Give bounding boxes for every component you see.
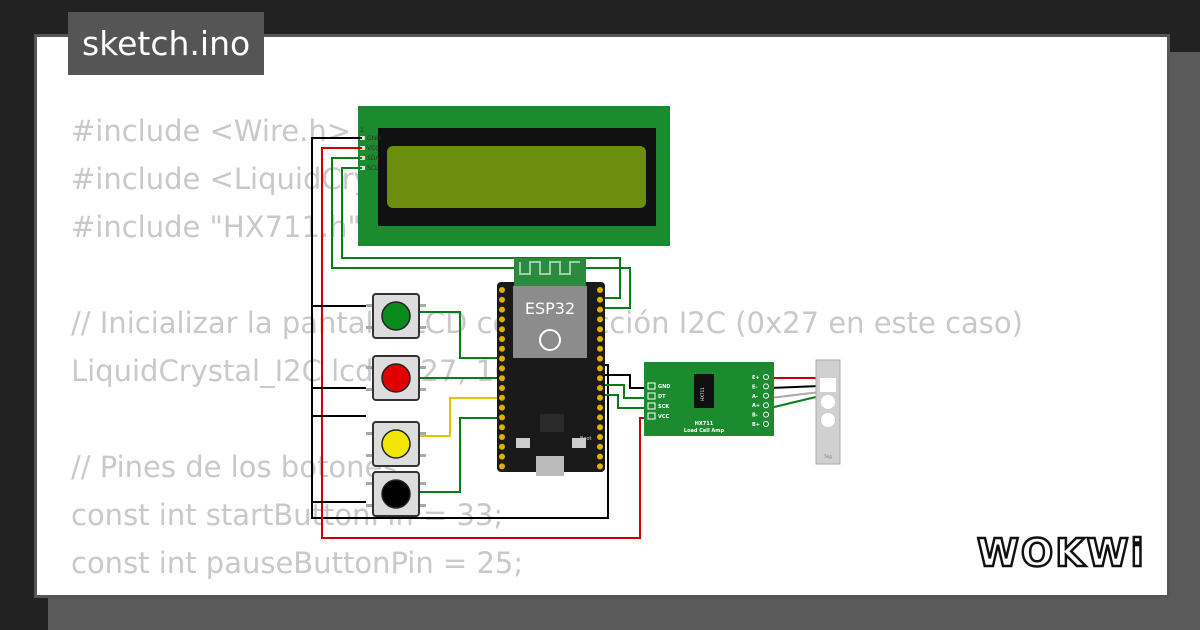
code-line: const int startButtonPin = 33; — [71, 498, 504, 532]
esp32-pin — [499, 306, 505, 313]
pushbuttons — [366, 293, 426, 517]
file-title-tab: sketch.ino — [68, 12, 265, 75]
lcd-pin — [360, 136, 365, 140]
esp32-pin — [597, 453, 603, 460]
esp32-pin — [597, 296, 603, 303]
esp32-pin — [499, 365, 505, 372]
esp32-pin — [597, 287, 603, 293]
esp32-pin — [597, 404, 603, 411]
esp32-pin — [597, 375, 603, 382]
esp32-pin — [499, 414, 505, 421]
hx711-output-label: E+ — [752, 375, 760, 381]
esp32-pin — [499, 316, 505, 323]
lcd-pin — [360, 146, 365, 150]
hx711-subtitle: Load Cell Amp — [684, 428, 725, 434]
esp32-pin — [499, 375, 505, 382]
esp32-pin — [499, 345, 505, 352]
pushbutton-yellow[interactable] — [366, 421, 426, 467]
esp32-pin — [499, 287, 505, 293]
wokwi-logo: WOKWi — [976, 530, 1146, 577]
load-cell-label: 5kg — [824, 454, 832, 459]
pushbutton-green[interactable] — [366, 293, 426, 339]
lcd-pin — [360, 156, 365, 160]
wokwi-logo-text: WOKWi — [977, 531, 1146, 575]
esp32-pin — [499, 385, 505, 391]
wires — [311, 137, 821, 539]
code-line: const int resetButtonPin = 26; — [71, 587, 1023, 595]
esp32-pin — [499, 434, 505, 440]
esp32-pin — [499, 296, 505, 303]
esp32-pin — [597, 394, 603, 401]
lcd-pin-label: GND — [367, 135, 381, 142]
esp32-pin — [597, 385, 603, 391]
hx711-module: HX711 HX711 Load Cell Amp GND DT SCK VCC E+ E… — [644, 362, 774, 436]
hx711-output-label: A- — [752, 394, 758, 400]
hx711-chip-label: HX711 — [700, 387, 705, 401]
esp32-pin — [597, 365, 603, 372]
esp32-pin — [499, 355, 505, 362]
code-line: #include "HX711.h" — [71, 210, 361, 244]
lcd-pin-label: VCC — [367, 145, 379, 152]
pushbutton-red[interactable] — [366, 355, 426, 401]
pushbutton-black[interactable] — [366, 471, 426, 517]
hx711-pin-label: SCK — [658, 404, 670, 410]
boot-label: Boot — [580, 436, 592, 442]
esp32-pin — [597, 306, 603, 313]
esp32-label: ESP32 — [525, 299, 575, 318]
code-line: const int pauseButtonPin = 25; — [71, 546, 524, 580]
lcd-pin-index: 1 — [360, 127, 364, 134]
hx711-output-label: B- — [752, 413, 758, 419]
code-line: #include <Wire.h> — [71, 114, 352, 148]
hx711-output-label: B+ — [752, 422, 760, 428]
esp32-pin — [597, 463, 603, 470]
lcd-pin — [360, 166, 365, 170]
esp32-pin — [597, 434, 603, 440]
load-cell: 5kg — [815, 359, 841, 465]
esp32-pin — [499, 453, 505, 460]
esp32-pin — [597, 336, 603, 342]
esp32-pin — [499, 394, 505, 401]
esp32-pin — [597, 355, 603, 362]
hx711-pin-label: DT — [658, 394, 666, 400]
esp32-board: ESP32 Boot — [497, 258, 605, 476]
lcd-pin-label: SDA — [367, 155, 380, 162]
esp32-pin — [499, 404, 505, 411]
esp32-pin — [597, 345, 603, 352]
lcd-pin-label: SCL — [367, 165, 379, 172]
hx711-output-label: E- — [752, 384, 758, 390]
esp32-pin — [597, 424, 603, 431]
esp32-pin — [597, 326, 603, 333]
esp32-pin — [499, 443, 505, 450]
esp32-pin — [499, 326, 505, 333]
esp32-pin — [499, 424, 505, 431]
hx711-name: HX711 — [695, 421, 714, 427]
hx711-pin-label: VCC — [658, 414, 670, 420]
hx711-output-label: A+ — [752, 403, 760, 409]
esp32-pin — [499, 336, 505, 342]
esp32-pin — [597, 414, 603, 421]
esp32-pin — [597, 316, 603, 323]
esp32-pin — [597, 443, 603, 450]
hx711-pin-label: GND — [658, 384, 670, 390]
esp32-pin — [499, 463, 505, 470]
lcd-display: 1 GND VCC SDA SCL — [358, 106, 670, 246]
